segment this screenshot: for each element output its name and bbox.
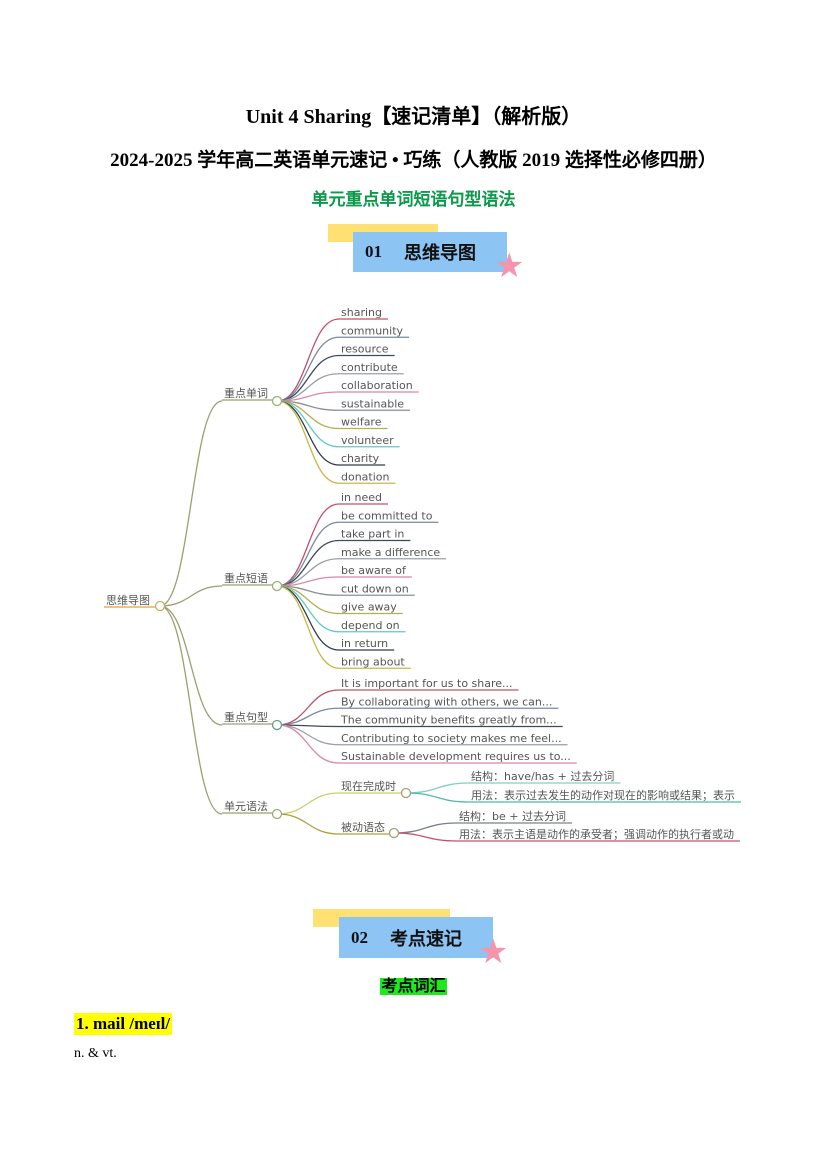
connector	[276, 724, 340, 746]
section-number: 02	[351, 927, 368, 947]
document-title: Unit 4 Sharing【速记清单】（解析版）	[245, 106, 582, 128]
mindmap-leaf: contribute	[341, 361, 398, 374]
connector	[276, 792, 340, 815]
mindmap-grammar-topic: 被动语态	[341, 821, 385, 834]
section-banner-02: 02 考点速记	[339, 917, 493, 958]
mindmap-leaf: in return	[341, 637, 388, 650]
mindmap-leaf: be aware of	[341, 564, 407, 577]
star-icon: ★	[478, 934, 509, 971]
connector	[405, 782, 470, 794]
mindmap-leaf: cut down on	[341, 582, 409, 595]
connector	[276, 354, 340, 402]
connector	[159, 585, 223, 607]
mindmap-leaf: The community benefits greatly from...	[340, 714, 557, 727]
section-label: 考点速记	[390, 928, 462, 950]
part-of-speech: n. & vt.	[74, 1046, 117, 1061]
document-subtitle: 2024-2025 学年高二英语单元速记 • 巧练（人教版 2019 选择性必修…	[110, 150, 717, 171]
mind-map: 思维导图 重点单词 sharing community resource contribu…	[104, 306, 741, 842]
vocab-heading: 考点词汇	[0, 972, 827, 996]
mindmap-branch: 重点句型	[224, 710, 268, 724]
node-circle	[271, 719, 283, 731]
connector	[276, 724, 340, 764]
connector	[276, 503, 340, 587]
node-circle	[271, 808, 283, 820]
mindmap-leaf: community	[341, 324, 404, 337]
mindmap-leaf: give away	[341, 601, 397, 614]
mindmap-leaf: charity	[341, 452, 380, 465]
connector	[276, 521, 340, 587]
connector	[276, 336, 340, 402]
connector	[276, 400, 340, 448]
section-number: 01	[365, 242, 382, 261]
connector	[159, 605, 223, 815]
star-icon: ★	[494, 248, 525, 285]
vocab-entry: 1. mail /meɪl/	[74, 1013, 173, 1035]
mindmap-leaf: depend on	[341, 619, 400, 632]
mindmap-grammar-topic: 现在完成时	[341, 779, 396, 793]
mindmap-root: 思维导图	[106, 594, 150, 607]
node-circle	[400, 787, 412, 799]
mindmap-leaf: resource	[341, 343, 389, 356]
connector	[276, 400, 340, 466]
section-banner-01: 01 思维导图	[353, 232, 507, 272]
connector	[276, 318, 340, 402]
mindmap-leaf: It is important for us to share...	[341, 677, 513, 690]
connector	[276, 707, 340, 726]
connector	[276, 400, 340, 484]
connector	[276, 585, 340, 669]
mindmap-leaf: volunteer	[341, 434, 394, 447]
mindmap-leaf: sharing	[341, 306, 382, 319]
mindmap-leaf: take part in	[341, 528, 404, 541]
node-circle	[154, 600, 166, 612]
mindmap-leaf: bring about	[341, 655, 405, 668]
mindmap-leaf: collaboration	[341, 379, 413, 392]
mindmap-leaf: welfare	[341, 416, 382, 429]
connector	[159, 400, 223, 607]
connector	[159, 605, 223, 726]
node-circle	[271, 395, 283, 407]
connector	[393, 822, 458, 834]
mindmap-leaf: sustainable	[341, 397, 404, 410]
mindmap-leaf: 用法：表示主语是动作的承受者；强调动作的执行者或动	[459, 827, 734, 841]
section-caption: 单元重点单词短语句型语法	[311, 190, 516, 209]
node-circle	[271, 580, 283, 592]
section-label: 思维导图	[404, 243, 476, 264]
mindmap-leaf: in need	[341, 491, 382, 504]
mindmap-leaf: By collaborating with others, we can...	[341, 695, 552, 708]
connector	[393, 832, 458, 842]
connector	[405, 792, 470, 803]
mindmap-leaf: 结构：be + 过去分词	[459, 809, 566, 823]
mindmap-branch: 重点短语	[224, 571, 268, 585]
connector	[276, 539, 340, 587]
mindmap-leaf: be committed to	[341, 509, 433, 522]
vocab-heading-text: 考点词汇	[380, 978, 447, 995]
connector	[276, 813, 340, 835]
node-circle	[388, 827, 400, 839]
mindmap-branch: 单元语法	[224, 799, 268, 813]
mindmap-leaf: make a difference	[341, 546, 440, 559]
connector	[276, 689, 340, 726]
connector	[276, 585, 340, 651]
mindmap-leaf: 用法：表示过去发生的动作对现在的影响或结果；表示	[471, 788, 735, 802]
mindmap-leaf: Contributing to society makes me feel...	[341, 732, 562, 745]
mindmap-leaf: donation	[341, 470, 390, 483]
mindmap-leaf: 结构：have/has + 过去分词	[471, 769, 614, 783]
connector	[276, 585, 340, 633]
mindmap-branch: 重点单词	[224, 386, 268, 400]
mindmap-leaf: Sustainable development requires us to..…	[341, 750, 571, 763]
